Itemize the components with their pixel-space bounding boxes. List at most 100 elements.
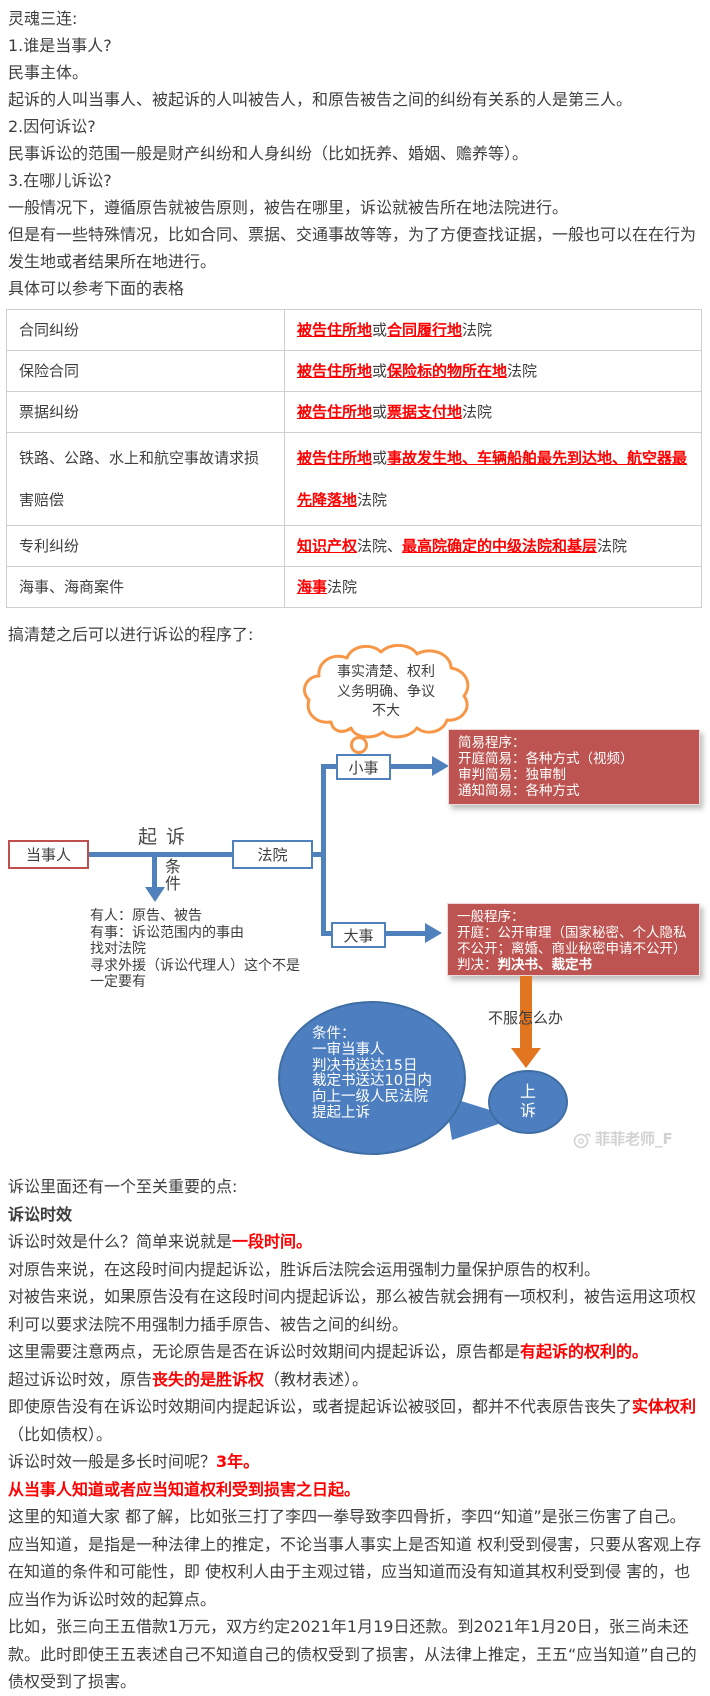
paragraph: 一般情况下，遵循原告就被告原则，被告在哪里，诉讼就被告所在地法院进行。	[8, 194, 702, 221]
paragraph: 超过诉讼时效，原告丧失的是胜诉权（教材表述）。	[8, 1366, 702, 1394]
text-segment: 这里的知道大家 都了解，比如张三打了李四一拳导致李四骨折，李四“知道”是张三伤害…	[8, 1507, 686, 1526]
text-line: 开庭简易：各种方式（视频）	[458, 751, 634, 767]
paragraph: 这里需要注意两点，无论原告是否在诉讼时效期间内提起诉讼，原告都是有起诉的权利的。	[8, 1338, 702, 1366]
text-line: 义务明确、争议	[337, 683, 435, 700]
condition-arrowhead	[145, 887, 165, 902]
text-segment: 或	[372, 403, 388, 421]
text-segment: 3年。	[216, 1452, 260, 1471]
diagram-leadin: 搞清楚之后可以进行诉讼的程序了:	[0, 621, 710, 648]
paragraph: 比如，张三向王五借款1万元，双方约定2021年1月19日还款。到2021年1月2…	[8, 1613, 702, 1696]
paragraph: 从当事人知道或者应当知道权利受到损害之日起。	[8, 1476, 702, 1504]
text-segment: 实体权利	[632, 1397, 697, 1416]
paragraph: 这里的知道大家 都了解，比如张三打了李四一拳导致李四骨折，李四“知道”是张三伤害…	[8, 1503, 702, 1531]
simple-procedure-box: 简易程序：开庭简易：各种方式（视频）审判简易：独审制通知简易：各种方式	[448, 729, 700, 805]
dispute-type-cell: 保险合同	[6, 350, 285, 392]
jurisdiction-link[interactable]: 被告住所地	[297, 362, 373, 380]
text-segment: 法院	[327, 578, 358, 596]
paragraph: 灵魂三连:	[8, 5, 702, 32]
weibo-camera-icon	[573, 1132, 591, 1148]
text-segment: 法院	[462, 403, 493, 421]
text-line: 提起上诉	[312, 1104, 370, 1121]
jurisdiction-link[interactable]: 知识产权	[297, 537, 358, 555]
jurisdiction-link[interactable]: 被告住所地	[297, 321, 373, 339]
text-segment: 一般程序：	[457, 909, 525, 925]
jurisdiction-cell: 海事法院	[284, 566, 702, 608]
sue-line	[89, 852, 232, 857]
jurisdiction-link[interactable]: 海事	[297, 578, 328, 596]
jurisdiction-link[interactable]: 被告住所地	[297, 403, 373, 421]
text-segment: （教材表述）。	[264, 1369, 369, 1389]
appeal-arrow-shaft	[520, 976, 532, 1048]
jurisdiction-link[interactable]: 被告住所地	[297, 449, 373, 467]
jurisdiction-cell: 被告住所地或合同履行地法院	[284, 309, 702, 351]
table-row: 保险合同被告住所地或保险标的物所在地法院	[6, 350, 702, 392]
outro-text: 诉讼里面还有一个至关重要的点: 诉讼时效诉讼时效是什么？简单来说就是一段时间。对原…	[0, 1173, 710, 1696]
bracket-vertical	[321, 764, 326, 936]
jurisdiction-link[interactable]: 保险标的物所在地	[387, 362, 508, 380]
text-line: 判决书送达15日	[312, 1057, 418, 1074]
text-segment: 判决书、裁定书	[497, 957, 593, 973]
text-segment: 诉讼时效一般是多长时间呢？	[8, 1452, 217, 1471]
litigation-flow-diagram: 事实清楚、权利义务明确、争议不大 当事人 起诉 法院 条件 有人：原告、被告有事…	[0, 644, 710, 1164]
text-line: 不大	[372, 703, 400, 719]
small-matter-box: 小事	[336, 754, 391, 780]
text-line: 有人：原告、被告	[90, 908, 202, 924]
text-segment: （比如债权）。	[8, 1424, 113, 1444]
appeal-conditions: 条件：一审当事人判决书送达15日裁定书送达10日内向上一级人民法院提起上诉	[312, 1026, 432, 1122]
text-segment: 或	[372, 449, 388, 467]
table-row: 合同纠纷被告住所地或合同履行地法院	[6, 309, 702, 351]
jurisdiction-cell: 知识产权法院、最高院确定的中级法院和基层法院	[284, 525, 702, 567]
paragraph: 但是有一些特殊情况，比如合同、票据、交通事故等等，为了方便查找证据，一般也可以在…	[8, 221, 702, 275]
paragraph: 2.因何诉讼?	[8, 113, 702, 140]
jurisdiction-link[interactable]: 合同履行地	[387, 321, 463, 339]
text-segment: 对被告来说，如果原告没有在这段时间内提起诉讼，那么被告就会拥有一项权利，被告运用…	[8, 1287, 697, 1334]
condition-arrow-shaft	[152, 857, 157, 887]
paragraph: 民事诉讼的范围一般是财产纠纷和人身纠纷（比如抚养、婚姻、赡养等）。	[8, 140, 702, 167]
text-segment: 丧失的是胜诉权	[152, 1369, 265, 1389]
text-segment: 诉讼时效是什么？简单来说就是	[8, 1232, 233, 1251]
text-segment: 起诉的人叫当事人、被起诉的人叫被告人，和原告被告之间的纠纷有关系的人是第三人。	[8, 90, 633, 109]
text-line: 一定要有	[90, 974, 146, 990]
general-procedure-box: 一般程序：开庭：公开审理（国家秘密、个人隐私不公开；离婚、商业秘密申请不公开）判…	[447, 903, 700, 976]
paragraph: 1.谁是当事人?	[8, 32, 702, 59]
text-segment: 1.谁是当事人?	[8, 36, 112, 55]
table-row: 票据纠纷被告住所地或票据支付地法院	[6, 391, 702, 433]
paragraph: 具体可以参考下面的表格	[8, 275, 702, 302]
watermark-text: 菲菲老师_F	[595, 1130, 673, 1148]
text-line: 找对法院	[90, 941, 146, 957]
dispute-type-cell: 海事、海商案件	[6, 566, 285, 608]
bracket-stub-small	[321, 764, 337, 769]
jurisdiction-cell: 被告住所地或保险标的物所在地法院	[284, 350, 702, 392]
cloud-text: 事实清楚、权利义务明确、争议不大	[305, 663, 467, 722]
court-box: 法院	[232, 840, 313, 869]
text-line: 有事：诉讼范围内的事由	[90, 924, 244, 941]
jurisdiction-link[interactable]: 票据支付地	[387, 403, 463, 421]
text-segment: 开庭：公开审理（国家秘密、个人隐私不公开；离婚、商业秘密申请不公开）	[457, 925, 687, 957]
text-segment: 比如，张三向王五借款1万元，双方约定2021年1月19日还款。到2021年1月2…	[8, 1617, 697, 1691]
paragraph: 诉讼里面还有一个至关重要的点:	[8, 1173, 702, 1201]
paragraph: 搞清楚之后可以进行诉讼的程序了:	[8, 625, 254, 644]
text-segment: 对原告来说，在这段时间内提起诉讼，胜诉后法院会运用强制力量保护原告的权利。	[8, 1259, 601, 1279]
text-segment: 2.因何诉讼?	[8, 117, 96, 136]
paragraph: 即使原告没有在诉讼时效期间内提起诉讼，或者提起诉讼被驳回，都并不代表原告丧失了实…	[8, 1393, 702, 1448]
text-segment: 应当知道，是指是一种法律上的推定，不论当事人事实上是否知道 权利受到侵害，只要从…	[8, 1534, 702, 1609]
text-segment: 法院	[462, 321, 493, 339]
appeal-arrowhead	[511, 1048, 541, 1068]
paragraph: 应当知道，是指是一种法律上的推定，不论当事人事实上是否知道 权利受到侵害，只要从…	[8, 1531, 702, 1614]
jurisdiction-link[interactable]: 最高院确定的中级法院和基层	[402, 537, 598, 555]
text-segment: 超过诉讼时效，原告	[8, 1369, 153, 1389]
text-segment: 诉讼时效	[8, 1204, 73, 1224]
text-line: 审判简易：独审制	[458, 767, 566, 783]
condition-list: 有人：原告、被告有事：诉讼范围内的事由找对法院寻求外援（诉讼代理人）这个不是一定…	[90, 908, 300, 991]
paragraph: 诉讼时效是什么？简单来说就是一段时间。	[8, 1228, 702, 1256]
big-matter-box: 大事	[331, 922, 386, 948]
jurisdiction-link[interactable]: 事故发生地、车辆船舶最先到达地、航空器最先降落地	[297, 449, 688, 509]
text-line: 开庭：公开审理（国家秘密、个人隐私不公开；离婚、商业秘密申请不公开）	[457, 925, 690, 957]
table-row: 海事、海商案件海事法院	[6, 566, 702, 608]
text-segment: 或	[372, 362, 388, 380]
text-segment: 即使原告没有在诉讼时效期间内提起诉讼，或者提起诉讼被驳回，都并不代表原告丧失了	[8, 1397, 633, 1416]
text-segment: 从当事人知道或者应当知道权利受到损害之日起。	[8, 1479, 361, 1499]
paragraph: 起诉的人叫当事人、被起诉的人叫被告人，和原告被告之间的纠纷有关系的人是第三人。	[8, 86, 702, 113]
appeal-circle-label: 上诉	[519, 1082, 536, 1120]
appeal-bubble-shape	[278, 1001, 568, 1155]
